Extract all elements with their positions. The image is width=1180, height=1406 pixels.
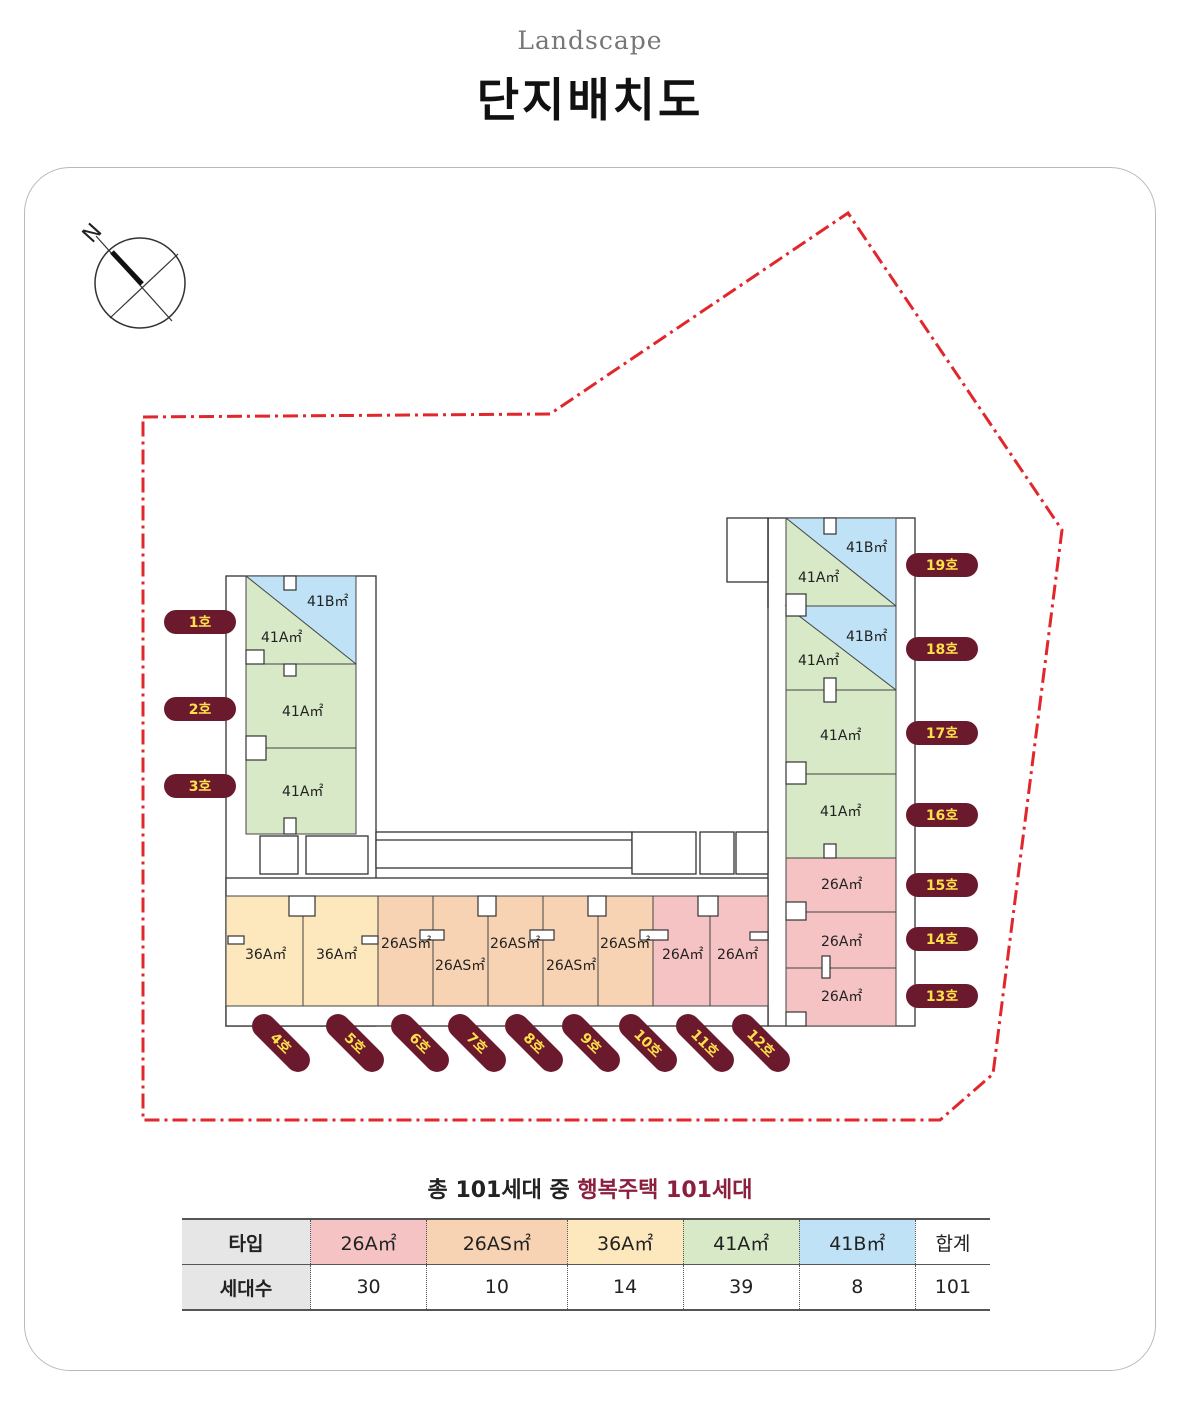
badge-pill <box>562 1014 620 1072</box>
unit-number-badge: 14호 <box>906 927 978 951</box>
unit-type-label: 41B㎡ <box>846 629 887 645</box>
summary-highlight: 행복주택 101세대 <box>577 1178 753 1203</box>
table-cell-type: 합계 <box>914 1218 990 1265</box>
unit-number-badge: 2호 <box>164 697 236 721</box>
table-header-type: 타입 <box>182 1218 311 1265</box>
unit-type-label: 41A㎡ <box>820 728 861 744</box>
unit-number-badge: 11호 <box>676 1014 734 1072</box>
unit-type-label: 41A㎡ <box>798 570 839 586</box>
page-title: 단지배치도 <box>476 73 704 127</box>
badge-pill <box>391 1014 449 1072</box>
badge-pill <box>164 610 236 634</box>
table-header-count: 세대수 <box>182 1264 311 1311</box>
summary-prefix: 총 101세대 중 <box>427 1178 578 1203</box>
unit-number-badge: 7호 <box>448 1014 506 1072</box>
unit-type-label: 36A㎡ <box>245 947 286 963</box>
unit-type-label: 41A㎡ <box>798 653 839 669</box>
badge-pill <box>164 774 236 798</box>
unit-number-badge: 13호 <box>906 984 978 1008</box>
site-plan-frame <box>24 167 1156 1371</box>
unit-type-label: 26AS㎡ <box>435 958 485 974</box>
unit-number-label: 14호 <box>926 932 958 948</box>
unit-type-label: 41A㎡ <box>820 804 861 820</box>
unit-number-badge: 16호 <box>906 803 978 827</box>
badge-pill <box>164 697 236 721</box>
table-cell-count: 39 <box>682 1264 800 1311</box>
unit-type-label: 26AS㎡ <box>381 936 431 952</box>
unit-type-label: 26AS㎡ <box>600 936 650 952</box>
unit-number-label: 2호 <box>189 702 212 718</box>
door-marks <box>227 517 837 1027</box>
unit-type-label: 26A㎡ <box>821 934 862 950</box>
badge-pill <box>906 984 978 1008</box>
unit-type-label: 26A㎡ <box>821 877 862 893</box>
unit-number-label: 18호 <box>926 642 958 658</box>
unit-type-label: 26A㎡ <box>821 989 862 1005</box>
unit-type-label: 41B㎡ <box>307 594 348 610</box>
table-row: 타입 26A㎡ 26AS㎡ 36A㎡ 41A㎡ 41B㎡ 합계 <box>182 1218 990 1265</box>
unit-type-label: 41A㎡ <box>282 784 323 800</box>
household-summary: 총 101세대 중 행복주택 101세대 <box>0 1172 1180 1204</box>
unit-number-badge: 19호 <box>906 553 978 577</box>
table-cell-type: 26A㎡ <box>309 1218 427 1265</box>
table-cell-type: 41A㎡ <box>682 1218 800 1265</box>
site-plan: N <box>78 210 1064 1122</box>
compass-icon: N <box>78 219 186 329</box>
unit-type-label: 41A㎡ <box>261 630 302 646</box>
table-cell-count: 8 <box>798 1264 916 1311</box>
unit-type-label: 41A㎡ <box>282 704 323 720</box>
badge-pill <box>906 553 978 577</box>
table-row: 세대수 30 10 14 39 8 101 <box>182 1264 990 1311</box>
badge-pill <box>906 873 978 897</box>
table-cell-count: 10 <box>426 1264 568 1311</box>
unit-type-label: 36A㎡ <box>316 947 357 963</box>
unit-number-badge: 18호 <box>906 637 978 661</box>
unit-number-badge: 10호 <box>619 1014 677 1072</box>
unit-type-label: 26AS㎡ <box>490 936 540 952</box>
table-cell-type: 26AS㎡ <box>426 1218 568 1265</box>
unit-number-label: 16호 <box>926 808 958 824</box>
unit-type-label: 41B㎡ <box>846 540 887 556</box>
unit-type-table: 타입 26A㎡ 26AS㎡ 36A㎡ 41A㎡ 41B㎡ 합계 세대수 30 1… <box>182 1218 990 1311</box>
badge-pill <box>252 1014 310 1072</box>
table-cell-count: 101 <box>914 1264 990 1311</box>
badge-pill <box>448 1014 506 1072</box>
table-cell-type: 36A㎡ <box>566 1218 684 1265</box>
unit-number-badge: 1호 <box>164 610 236 634</box>
badge-pill <box>906 927 978 951</box>
badge-pill <box>906 637 978 661</box>
unit-number-label: 13호 <box>926 989 958 1005</box>
badge-pill <box>619 1014 677 1072</box>
unit-number-label: 1호 <box>189 615 212 631</box>
unit-number-badge: 9호 <box>562 1014 620 1072</box>
unit-number-badge: 17호 <box>906 721 978 745</box>
table-cell-count: 14 <box>566 1264 684 1311</box>
badge-pill <box>732 1014 790 1072</box>
badge-pill <box>326 1014 384 1072</box>
unit-number-badge: 15호 <box>906 873 978 897</box>
badge-pill <box>906 803 978 827</box>
page-subtitle: Landscape <box>517 26 663 55</box>
unit-number-label: 15호 <box>926 878 958 894</box>
table-cell-count: 30 <box>309 1264 427 1311</box>
unit-number-badge: 3호 <box>164 774 236 798</box>
unit-type-label: 26A㎡ <box>717 947 758 963</box>
badge-pill <box>906 721 978 745</box>
badge-pill <box>676 1014 734 1072</box>
unit-number-label: 19호 <box>926 558 958 574</box>
unit-number-badge: 5호 <box>326 1014 384 1072</box>
table-cell-type: 41B㎡ <box>798 1218 916 1265</box>
unit-number-label: 3호 <box>189 779 212 795</box>
unit-type-label: 26AS㎡ <box>546 958 596 974</box>
unit-type-label: 26A㎡ <box>662 947 703 963</box>
badge-pill <box>505 1014 563 1072</box>
unit-number-label: 17호 <box>926 726 958 742</box>
